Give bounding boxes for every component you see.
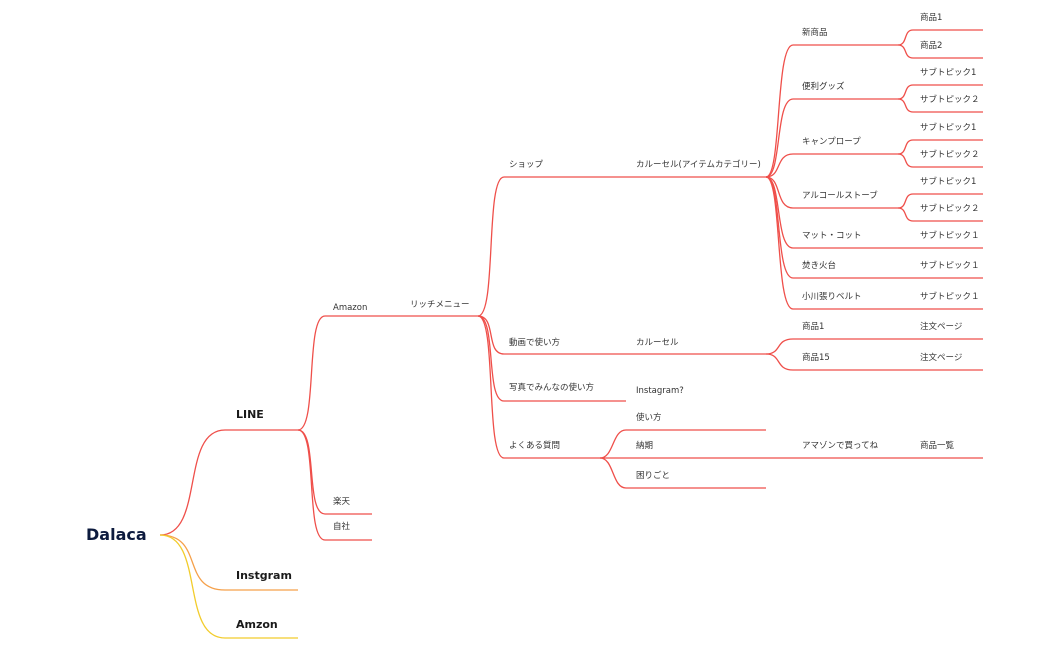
edge-richmenu-faq xyxy=(477,315,600,459)
node-jisha[interactable]: 自社 xyxy=(333,522,351,532)
node-video-carousel[interactable]: カルーセル xyxy=(636,338,679,348)
edge-leaf-rope-1 xyxy=(897,139,983,155)
edge-cat-stove xyxy=(765,176,898,209)
node-amazon-note[interactable]: アマゾンで買ってね xyxy=(802,441,879,451)
leaf-stove-sub2[interactable]: サブトピック２ xyxy=(920,204,980,214)
edge-leaf-new-1 xyxy=(897,29,983,46)
node-video-product15[interactable]: 商品15 xyxy=(802,353,830,363)
edge-faq-trouble xyxy=(599,457,766,489)
node-cat-rope[interactable]: キャンプロープ xyxy=(802,137,861,147)
edge-leaf-rope-2 xyxy=(897,153,983,168)
edge-root-instgram xyxy=(159,534,298,591)
edge-faq-usage xyxy=(599,429,766,459)
leaf-order-page-15[interactable]: 注文ページ xyxy=(920,353,963,363)
node-faq-delivery[interactable]: 納期 xyxy=(636,441,654,451)
node-amzon[interactable]: Amzon xyxy=(236,618,278,631)
leaf-rope-sub1[interactable]: サブトピック1 xyxy=(920,123,977,133)
edge-richmenu-shop xyxy=(477,176,626,317)
node-cat-mat[interactable]: マット・コット xyxy=(802,231,862,241)
node-line[interactable]: LINE xyxy=(236,408,264,421)
leaf-goods-sub1[interactable]: サブトピック1 xyxy=(920,68,977,78)
leaf-order-page-1[interactable]: 注文ページ xyxy=(920,322,963,332)
edge-leaf-goods-2 xyxy=(897,98,983,113)
edge-leaf-stove-1 xyxy=(897,193,983,209)
node-faq[interactable]: よくある質問 xyxy=(509,441,561,451)
node-cat-firepit[interactable]: 焚き火台 xyxy=(802,261,837,271)
node-cat-new[interactable]: 新商品 xyxy=(802,28,828,38)
leaf-product-list[interactable]: 商品一覧 xyxy=(920,441,955,451)
node-shop[interactable]: ショップ xyxy=(509,160,544,170)
edge-video-product1 xyxy=(765,338,983,355)
edge-richmenu-video xyxy=(477,315,626,355)
node-cat-goods[interactable]: 便利グッズ xyxy=(802,82,845,92)
edge-video-product15 xyxy=(765,353,983,371)
root-node[interactable]: Dalaca xyxy=(86,525,147,544)
leaf-firepit-sub1[interactable]: サブトピック１ xyxy=(920,261,980,271)
leaf-new-product2[interactable]: 商品2 xyxy=(920,41,943,51)
edge-leaf-stove-2 xyxy=(897,207,983,222)
edge-leaf-goods-1 xyxy=(897,84,983,100)
node-video-product1[interactable]: 商品1 xyxy=(802,322,825,332)
leaf-goods-sub2[interactable]: サブトピック２ xyxy=(920,95,980,105)
edge-line-jisha xyxy=(297,429,372,541)
node-faq-usage[interactable]: 使い方 xyxy=(636,413,662,423)
edge-root-line xyxy=(159,429,298,536)
leaf-rope-sub2[interactable]: サブトピック２ xyxy=(920,150,980,160)
edge-cat-rope xyxy=(765,153,898,178)
edge-line-amazon xyxy=(297,315,400,431)
edge-root-amzon xyxy=(159,534,298,639)
node-instgram[interactable]: Instgram xyxy=(236,569,292,582)
edge-leaf-new-2 xyxy=(897,44,983,59)
node-rakuten[interactable]: 楽天 xyxy=(333,497,351,507)
node-photo[interactable]: 写真でみんなの使い方 xyxy=(509,383,595,393)
edge-cat-belt xyxy=(765,176,983,310)
node-faq-trouble[interactable]: 困りごと xyxy=(636,471,671,481)
node-cat-stove[interactable]: アルコールストーブ xyxy=(802,191,878,201)
node-amazon[interactable]: Amazon xyxy=(333,303,368,313)
node-cat-belt[interactable]: 小川張りベルト xyxy=(802,292,862,302)
edge-cat-new xyxy=(765,44,898,178)
node-rich-menu[interactable]: リッチメニュー xyxy=(410,300,470,310)
node-video[interactable]: 動画で使い方 xyxy=(509,338,561,348)
node-instagram[interactable]: Instagram? xyxy=(636,386,684,396)
leaf-stove-sub1[interactable]: サブトピック1 xyxy=(920,177,977,187)
edge-richmenu-photo xyxy=(477,315,626,402)
leaf-new-product1[interactable]: 商品1 xyxy=(920,13,943,23)
leaf-belt-sub1[interactable]: サブトピック１ xyxy=(920,292,980,302)
edge-cat-goods xyxy=(765,98,898,178)
leaf-mat-sub1[interactable]: サブトピック１ xyxy=(920,231,980,241)
node-shop-carousel[interactable]: カルーセル(アイテムカテゴリー) xyxy=(636,160,761,170)
